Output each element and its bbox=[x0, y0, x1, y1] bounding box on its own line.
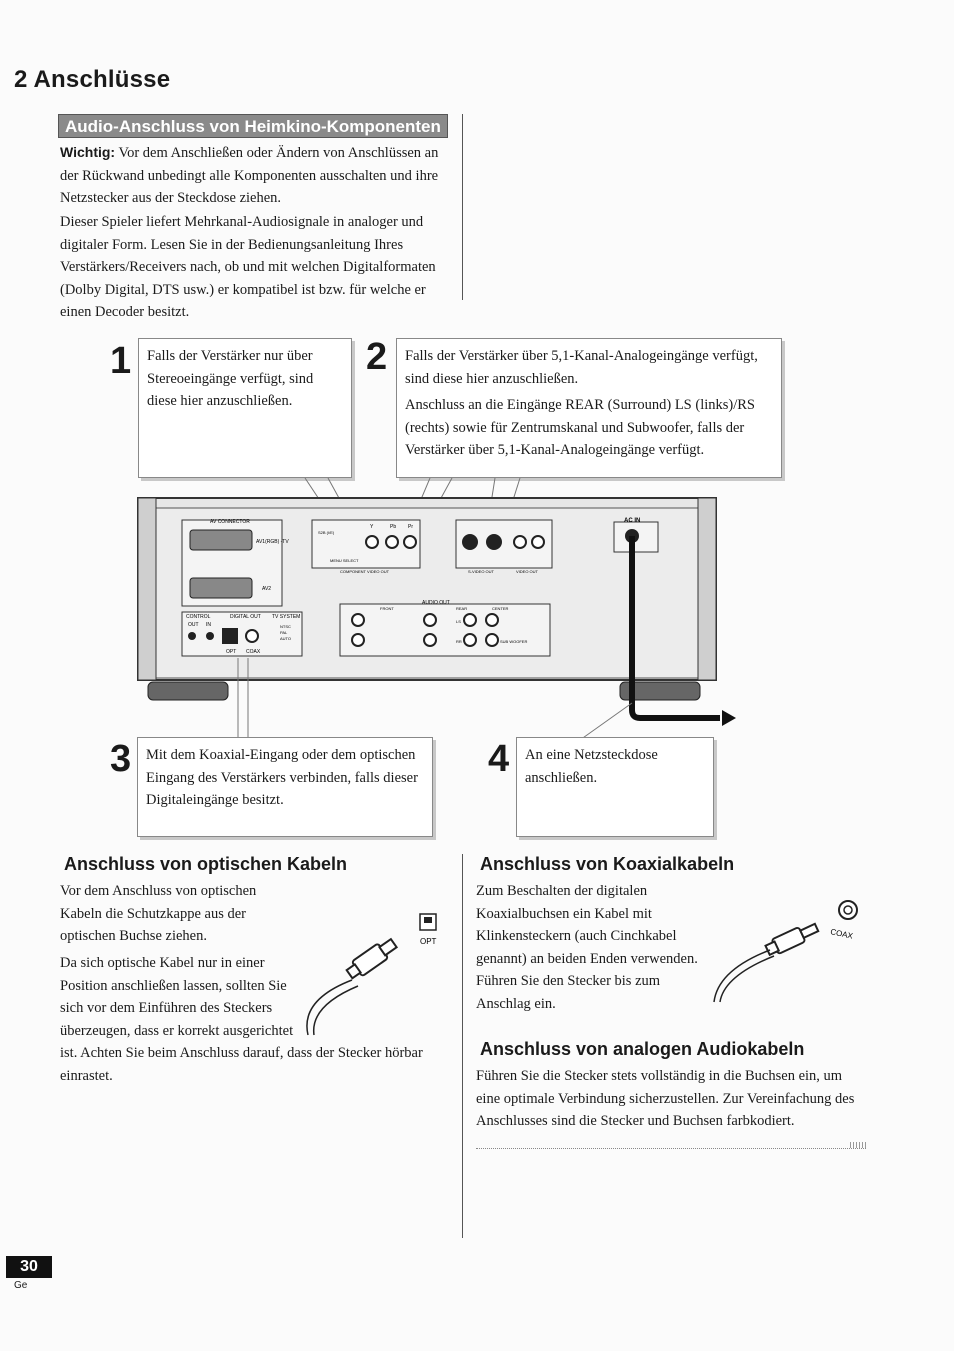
callout-number-4: 4 bbox=[488, 738, 510, 780]
tv-system-label: TV SYSTEM bbox=[272, 614, 300, 620]
center-label: CENTER bbox=[492, 606, 509, 611]
av1-label: AV1(RGB) -TV bbox=[256, 539, 289, 545]
callout-2: Falls der Verstärker über 5,1-Kanal-Anal… bbox=[396, 338, 782, 478]
s2b-label: S2B (I/E) bbox=[318, 530, 335, 535]
rear-label: REAR bbox=[456, 606, 467, 611]
important-label: Wichtig: bbox=[60, 144, 116, 160]
s-video-out-label: S-VIDEO OUT bbox=[468, 569, 495, 574]
callout-1: Falls der Verstärker nur über Stereoeing… bbox=[138, 338, 352, 478]
coax-icon-label: COAX bbox=[830, 927, 855, 941]
ac-in-label: AC IN bbox=[624, 518, 640, 524]
callout-3-text: Mit dem Koaxial-Eingang oder dem optisch… bbox=[146, 747, 418, 808]
optical-paragraph-2b: ist. Achten Sie beim Anschluss darauf, d… bbox=[60, 1045, 423, 1084]
video-out-label: VIDEO OUT bbox=[516, 569, 539, 574]
callout-3: Mit dem Koaxial-Eingang oder dem optisch… bbox=[137, 737, 433, 837]
coax-cable-illustration: COAX bbox=[713, 900, 858, 1003]
language-code: Ge bbox=[14, 1280, 28, 1291]
av2-label: AV2 bbox=[262, 586, 271, 592]
av-connector-label: AV CONNECTOR bbox=[210, 519, 250, 525]
menu-select-label: MENU SELECT bbox=[330, 558, 359, 563]
intro-paragraph: Dieser Spieler liefert Mehrkanal-Audiosi… bbox=[60, 214, 436, 320]
power-cord bbox=[629, 536, 720, 721]
optical-cable-illustration: OPT bbox=[306, 913, 437, 1036]
ntsc-label: NTSC bbox=[280, 624, 291, 629]
pal-label: PAL bbox=[280, 630, 288, 635]
y-label: Y bbox=[370, 524, 374, 530]
coax-jack bbox=[245, 629, 259, 643]
rr-label: RR bbox=[456, 639, 462, 644]
callout-number-1: 1 bbox=[110, 340, 132, 382]
end-marker bbox=[850, 1142, 866, 1148]
control-label: CONTROL bbox=[186, 614, 211, 620]
column-divider bbox=[462, 114, 463, 300]
coax-paragraph: Zum Beschalten der digitalen Koaxialbuch… bbox=[476, 883, 698, 1012]
sub-woofer-label: SUB WOOFER bbox=[500, 639, 527, 644]
page-number: 30 bbox=[6, 1256, 52, 1278]
pr-label: Pr bbox=[408, 524, 413, 530]
coax-cable bbox=[713, 949, 771, 1003]
scart-av1 bbox=[189, 529, 253, 551]
opt-port-label: OPT bbox=[226, 649, 236, 655]
important-text: Vor dem Anschließen oder Ändern von Ansc… bbox=[60, 145, 439, 206]
auto-label: AUTO bbox=[280, 636, 291, 641]
rear-panel-illustration: AV CONNECTOR AV1(RGB) -TV AV2 CONTROL DI… bbox=[137, 478, 736, 741]
callout-4-text: An eine Netzsteckdose anschließen. bbox=[525, 747, 658, 786]
callout-1-text: Falls der Verstärker nur über Stereoeing… bbox=[147, 348, 314, 409]
callout-number-2: 2 bbox=[366, 336, 388, 378]
callout-number-3: 3 bbox=[110, 738, 132, 780]
pb-label: Pb bbox=[390, 524, 396, 530]
callout-2-text-2: Anschluss an die Eingänge REAR (Surround… bbox=[405, 397, 755, 458]
ls-label: LS bbox=[456, 619, 461, 624]
optical-heading: Anschluss von optischen Kabeln bbox=[64, 854, 348, 874]
optical-jack bbox=[222, 628, 238, 644]
audio-out-label: AUDIO OUT bbox=[422, 600, 450, 606]
arrow-icon bbox=[722, 710, 736, 726]
important-note: Wichtig: Vor dem Anschließen oder Ändern… bbox=[60, 141, 456, 210]
optical-paragraph-1: Vor dem Anschluss von optischen Kabeln d… bbox=[60, 883, 257, 944]
control-in-label: IN bbox=[206, 622, 211, 628]
optical-cable bbox=[306, 979, 353, 1036]
optical-paragraph-2a: Da sich optische Kabel nur in einer Posi… bbox=[60, 955, 294, 1039]
callout-4: An eine Netzsteckdose anschließen. bbox=[516, 737, 714, 837]
control-out-label: OUT bbox=[188, 622, 199, 628]
coax-port-label: COAX bbox=[246, 649, 261, 655]
analog-paragraph: Führen Sie die Stecker stets vollständig… bbox=[476, 1068, 855, 1129]
digital-out-label: DIGITAL OUT bbox=[230, 614, 261, 620]
callout-2-text-1: Falls der Verstärker über 5,1-Kanal-Anal… bbox=[405, 348, 758, 387]
opt-icon-label: OPT bbox=[420, 937, 437, 946]
front-label: FRONT bbox=[380, 606, 394, 611]
page-title: 2 Anschlüsse bbox=[14, 66, 171, 93]
scart-av2 bbox=[189, 577, 253, 599]
component-video-out-label: COMPONENT VIDEO OUT bbox=[340, 569, 390, 574]
analog-heading: Anschluss von analogen Audiokabeln bbox=[480, 1039, 805, 1059]
section-end-rule bbox=[476, 1148, 866, 1149]
coax-heading: Anschluss von Koaxialkabeln bbox=[480, 854, 735, 874]
section-banner: Audio-Anschluss von Heimkino-Komponenten bbox=[58, 114, 448, 138]
lower-column-divider bbox=[462, 854, 463, 1238]
